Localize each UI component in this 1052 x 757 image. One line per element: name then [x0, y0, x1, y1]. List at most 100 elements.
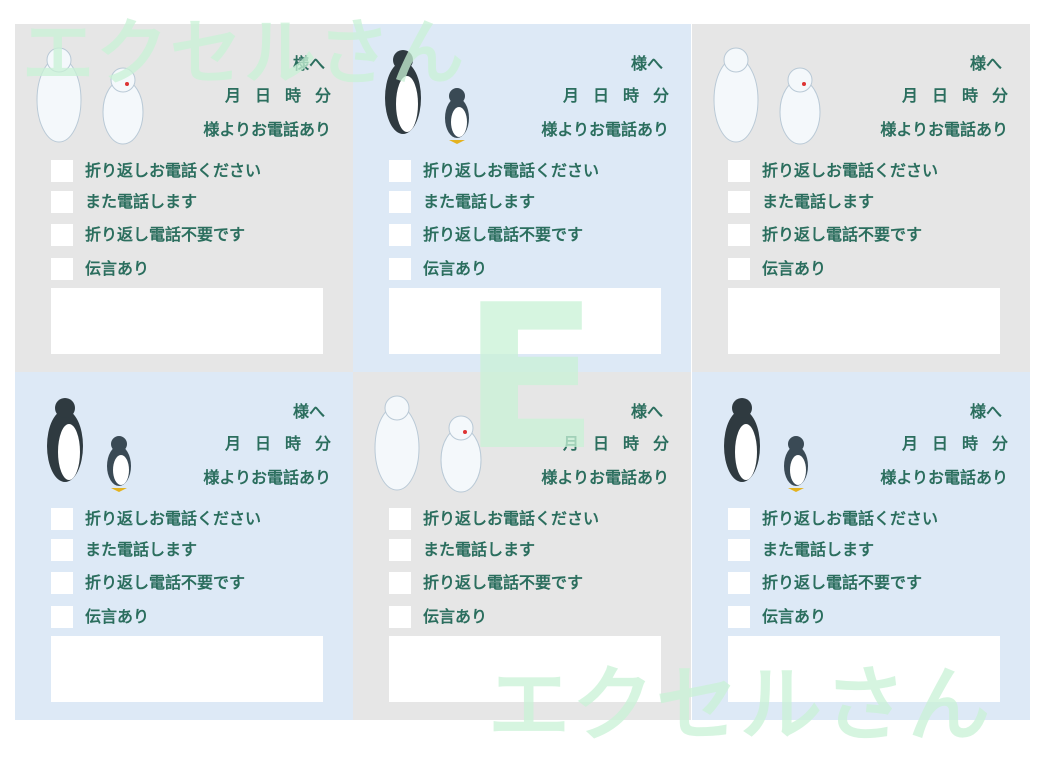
phone-memo-card: 様へ 月日時分 様よりお電話あり 折り返しお電話ください また電話します 折り返… — [15, 24, 353, 372]
message-box[interactable] — [389, 636, 661, 702]
message-box[interactable] — [51, 636, 323, 702]
month-label: 月 — [901, 86, 918, 105]
checkbox[interactable] — [389, 606, 411, 628]
option-label: 折り返しお電話ください — [85, 161, 262, 180]
option-label: 伝言あり — [762, 607, 827, 626]
day-label: 日 — [254, 434, 271, 453]
polar-bears-illustration — [374, 395, 482, 493]
option-label: 伝言あり — [85, 607, 150, 626]
checkbox[interactable] — [51, 572, 73, 594]
checkbox[interactable] — [728, 224, 750, 246]
option-label: また電話します — [85, 192, 198, 211]
checkbox[interactable] — [389, 224, 411, 246]
caller-line: 様よりお電話あり — [880, 468, 1008, 487]
memo-sheet: 様へ 月日時分 様よりお電話あり 折り返しお電話ください また電話します 折り返… — [15, 24, 1031, 721]
phone-memo-card: 様へ 月日時分 様よりお電話あり 折り返しお電話ください また電話します 折り返… — [692, 372, 1030, 720]
to-suffix: 様へ — [292, 402, 325, 421]
option-label: 伝言あり — [762, 259, 827, 278]
hour-label: 時 — [284, 434, 301, 453]
checkbox[interactable] — [728, 258, 750, 280]
caller-line: 様よりお電話あり — [203, 120, 331, 139]
option-label: また電話します — [762, 540, 875, 559]
option-label: 折り返しお電話ください — [762, 161, 939, 180]
option-label: 折り返し電話不要です — [85, 225, 246, 244]
option-label: 折り返しお電話ください — [423, 509, 600, 528]
to-suffix: 様へ — [630, 54, 663, 73]
checkbox[interactable] — [51, 606, 73, 628]
option-label: また電話します — [423, 192, 536, 211]
minute-label: 分 — [314, 86, 331, 105]
hour-label: 時 — [961, 86, 978, 105]
phone-memo-card: 様へ 月日時分 様よりお電話あり 折り返しお電話ください また電話します 折り返… — [692, 24, 1030, 372]
month-label: 月 — [224, 434, 241, 453]
penguins-illustration — [385, 50, 469, 144]
date-time-line: 月日時分 — [211, 430, 331, 454]
option-label: 伝言あり — [423, 259, 488, 278]
date-time-line: 月日時分 — [211, 82, 331, 106]
phone-memo-card: 様へ 月日時分 様よりお電話あり 折り返しお電話ください また電話します 折り返… — [353, 24, 691, 372]
minute-label: 分 — [652, 434, 669, 453]
day-label: 日 — [592, 434, 609, 453]
minute-label: 分 — [991, 86, 1008, 105]
month-label: 月 — [562, 86, 579, 105]
checkbox[interactable] — [389, 572, 411, 594]
checkbox[interactable] — [51, 539, 73, 561]
caller-line: 様よりお電話あり — [541, 120, 669, 139]
message-box[interactable] — [51, 288, 323, 354]
hour-label: 時 — [622, 434, 639, 453]
hour-label: 時 — [961, 434, 978, 453]
date-time-line: 月日時分 — [549, 82, 669, 106]
to-suffix: 様へ — [969, 54, 1002, 73]
option-label: 折り返しお電話ください — [762, 509, 939, 528]
polar-bears-illustration — [36, 47, 144, 145]
checkbox[interactable] — [728, 160, 750, 182]
option-label: また電話します — [762, 192, 875, 211]
day-label: 日 — [254, 86, 271, 105]
day-label: 日 — [931, 86, 948, 105]
checkbox[interactable] — [51, 508, 73, 530]
caller-line: 様よりお電話あり — [541, 468, 669, 487]
caller-line: 様よりお電話あり — [203, 468, 331, 487]
checkbox[interactable] — [728, 539, 750, 561]
option-label: また電話します — [85, 540, 198, 559]
month-label: 月 — [224, 86, 241, 105]
hour-label: 時 — [284, 86, 301, 105]
to-suffix: 様へ — [292, 54, 325, 73]
phone-memo-card: 様へ 月日時分 様よりお電話あり 折り返しお電話ください また電話します 折り返… — [15, 372, 353, 720]
minute-label: 分 — [991, 434, 1008, 453]
checkbox[interactable] — [389, 191, 411, 213]
checkbox[interactable] — [728, 606, 750, 628]
message-box[interactable] — [389, 288, 661, 354]
phone-memo-card: 様へ 月日時分 様よりお電話あり 折り返しお電話ください また電話します 折り返… — [353, 372, 691, 720]
option-label: 折り返し電話不要です — [423, 225, 584, 244]
checkbox[interactable] — [389, 539, 411, 561]
hour-label: 時 — [622, 86, 639, 105]
checkbox[interactable] — [51, 258, 73, 280]
checkbox[interactable] — [51, 224, 73, 246]
option-label: 伝言あり — [85, 259, 150, 278]
checkbox[interactable] — [389, 258, 411, 280]
day-label: 日 — [931, 434, 948, 453]
date-time-line: 月日時分 — [888, 430, 1008, 454]
to-suffix: 様へ — [630, 402, 663, 421]
checkbox[interactable] — [728, 572, 750, 594]
day-label: 日 — [592, 86, 609, 105]
option-label: 折り返し電話不要です — [762, 573, 923, 592]
checkbox[interactable] — [389, 508, 411, 530]
minute-label: 分 — [652, 86, 669, 105]
option-label: 折り返し電話不要です — [762, 225, 923, 244]
option-label: 伝言あり — [423, 607, 488, 626]
checkbox[interactable] — [728, 508, 750, 530]
option-label: また電話します — [423, 540, 536, 559]
checkbox[interactable] — [51, 160, 73, 182]
checkbox[interactable] — [389, 160, 411, 182]
month-label: 月 — [901, 434, 918, 453]
checkbox[interactable] — [728, 191, 750, 213]
option-label: 折り返しお電話ください — [85, 509, 262, 528]
minute-label: 分 — [314, 434, 331, 453]
polar-bears-illustration — [713, 47, 821, 145]
date-time-line: 月日時分 — [888, 82, 1008, 106]
checkbox[interactable] — [51, 191, 73, 213]
message-box[interactable] — [728, 636, 1000, 702]
message-box[interactable] — [728, 288, 1000, 354]
